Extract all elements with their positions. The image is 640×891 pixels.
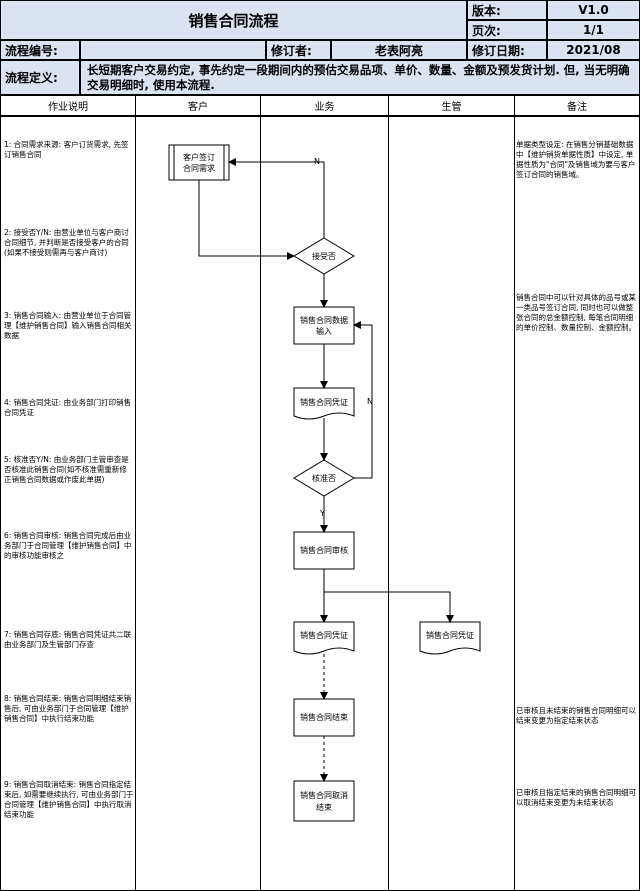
- node-voucher-text: 销售合同凭证: [300, 397, 348, 407]
- label-y: Y: [319, 509, 325, 518]
- node-voucher-business: 销售合同凭证: [293, 621, 355, 655]
- lane-divider-2: [260, 95, 261, 891]
- reviser-value-text: 老表阿亮: [374, 43, 423, 58]
- node-customer-sign-line1: 客户签订: [183, 152, 215, 162]
- node-customer-sign-line2: 合同需求: [183, 163, 215, 173]
- node-voucher-business-text: 销售合同凭证: [300, 630, 348, 640]
- definition-text: 长短期客户交易约定, 事先约定一段期间内的预估交易品项、单价、数量、金额及预发货…: [80, 60, 640, 95]
- flow-no-value: [80, 40, 266, 60]
- edge-customer-to-accept: [198, 180, 295, 260]
- step-4: 4: 销售合同凭证: 由业务部门打印销售合同凭证: [4, 398, 132, 417]
- version-value-text: V1.0: [578, 3, 609, 17]
- col-head-business-text: 业务: [314, 102, 335, 113]
- definition-label: 流程定义:: [0, 60, 80, 95]
- revise-date-value-text: 2021/08: [566, 43, 621, 57]
- node-accept-decision: 接受否: [293, 237, 355, 275]
- step-3: 3: 销售合同输入: 由营业单位于合同管理【维护销售合同】输入销售合同相关数据: [4, 311, 132, 340]
- revise-date-label-text: 修订日期:: [472, 43, 525, 58]
- reviser-value: 老表阿亮: [331, 40, 467, 60]
- definition-label-text: 流程定义:: [5, 71, 58, 85]
- revise-date-label: 修订日期:: [467, 40, 547, 60]
- page-label: 页次:: [467, 20, 547, 40]
- flow-no-label-text: 流程编号:: [5, 43, 58, 58]
- col-head-description-text: 作业说明: [48, 102, 88, 113]
- lane-divider-1: [135, 95, 136, 891]
- step-8: 8: 销售合同结束: 销售合同明细结束销售后, 可由业务部门于合同管理【维护销售…: [4, 694, 132, 723]
- note-4: 已审核且指定结束的销售合同明细可以取消结束变更为未结束状态: [516, 788, 636, 807]
- page-value: 1/1: [547, 20, 640, 40]
- node-accept-text: 接受否: [312, 251, 336, 261]
- page-label-text: 页次:: [472, 23, 501, 38]
- col-head-customer-text: 客户: [188, 102, 208, 113]
- node-customer-sign: 客户签订 合同需求: [168, 144, 230, 181]
- step-6: 6: 销售合同审核: 销售合同完成后由业务部门于合同管理【维护销售合同】中的审核…: [4, 531, 132, 560]
- edge-approve-no: [353, 321, 373, 479]
- version-label: 版本:: [467, 0, 547, 20]
- step-1: 1: 合同需求来源: 客户订货需求, 先签订销售合同: [4, 140, 129, 159]
- edge-accept-no: [228, 158, 325, 238]
- page-title-text: 销售合同流程: [188, 11, 279, 30]
- node-cancel-close-line2: 结束: [316, 802, 332, 812]
- flow-no-label: 流程编号:: [0, 40, 80, 60]
- lane-divider-4: [514, 95, 515, 891]
- page-title: 销售合同流程: [0, 0, 467, 40]
- note-1: 单据类型设定: 在销售分销基础数据中【维护销货单据性质】中设定, 单据性质为"合…: [516, 140, 636, 179]
- note-3: 已审核且未结束的销售合同明细可以结束变更为指定结束状态: [516, 706, 636, 725]
- node-review-text: 销售合同审核: [300, 545, 348, 555]
- note-2: 销售合同中可以针对具体的品号或某一类品号签订合同, 同时也可以做整张合同的总金额…: [516, 293, 636, 332]
- reviser-label: 修订者:: [266, 40, 331, 60]
- reviser-label-text: 修订者:: [271, 43, 312, 58]
- node-close: 销售合同结束: [293, 698, 355, 737]
- node-close-text: 销售合同结束: [300, 712, 348, 722]
- node-cancel-close-line1: 销售合同取消: [300, 790, 348, 800]
- node-voucher: 销售合同凭证: [293, 387, 355, 420]
- node-approve-decision: 核准否: [293, 459, 355, 497]
- node-voucher-production-text: 销售合同凭证: [426, 630, 474, 640]
- lane-divider-3: [388, 95, 389, 891]
- step-2: 2: 接受否Y/N: 由营业单位与客户商讨合同细节, 并判断是否接受客户的合同(…: [4, 228, 129, 257]
- node-input-line1: 销售合同数据: [300, 315, 348, 325]
- version-label-text: 版本:: [472, 3, 501, 18]
- definition-text-content: 长短期客户交易约定, 事先约定一段期间内的预估交易品项、单价、数量、金额及预发货…: [87, 63, 630, 92]
- label-n1: N: [314, 157, 320, 166]
- step-7: 7: 销售合同存底: 销售合同凭证共二联由业务部门及生管部门存查: [4, 630, 132, 649]
- node-cancel-close: 销售合同取消 结束: [293, 780, 355, 822]
- node-input: 销售合同数据 输入: [293, 306, 355, 345]
- step-9: 9: 销售合同取消结束: 销售合同指定结束后, 如需要继续执行, 可由业务部门于…: [4, 780, 134, 819]
- step-5: 5: 核准否Y/N: 由业务部门主管审查是否核准此销售合同(如不核准需重新修正销…: [4, 455, 129, 484]
- node-input-line2: 输入: [316, 326, 332, 336]
- page-value-text: 1/1: [582, 23, 605, 37]
- label-n2: N: [367, 397, 373, 406]
- revise-date-value: 2021/08: [547, 40, 640, 60]
- col-head-production-text: 生管: [441, 102, 462, 113]
- node-review: 销售合同审核: [293, 531, 355, 570]
- node-approve-text: 核准否: [312, 473, 336, 483]
- edge-review-to-voucher-production: [324, 591, 454, 623]
- node-voucher-production: 销售合同凭证: [419, 621, 481, 655]
- col-head-remarks-text: 备注: [567, 102, 587, 113]
- version-value: V1.0: [547, 0, 640, 20]
